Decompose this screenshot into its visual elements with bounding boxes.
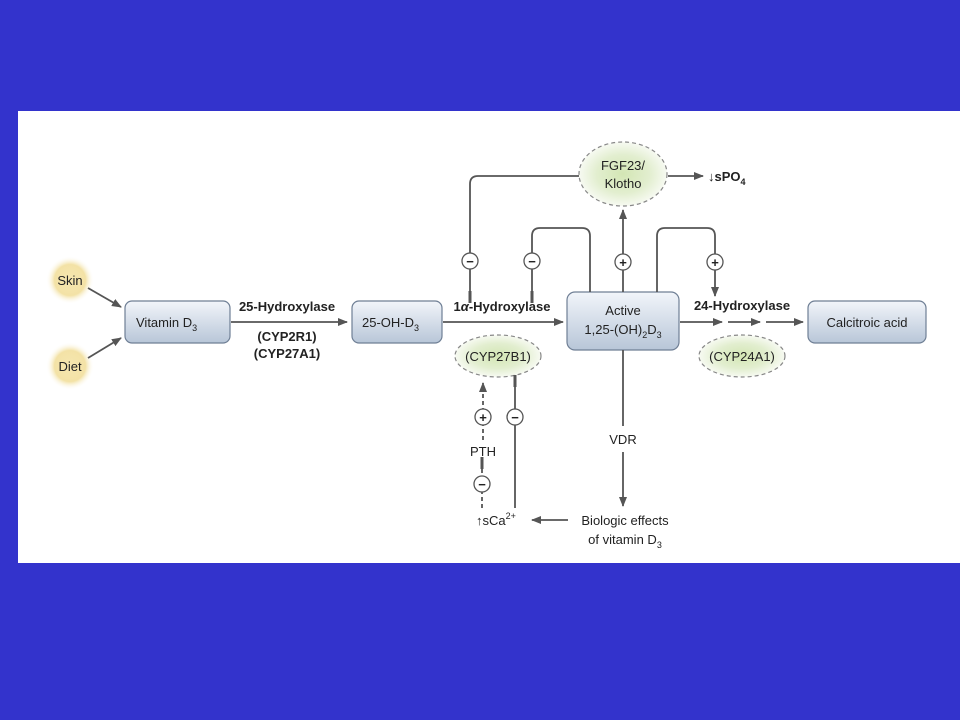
svg-text:+: + (711, 255, 719, 270)
vitamin-d3-box: Vitamin D3 (124, 300, 231, 344)
active-inhibits-1a-line (530, 227, 591, 303)
skin-arrow (87, 287, 122, 308)
diet-arrow (87, 337, 122, 359)
svg-text:−: − (528, 254, 536, 269)
25-oh-d3-label: 25-OH-D3 (362, 315, 419, 333)
pth-label: PTH (470, 444, 496, 459)
klotho-label: Klotho (605, 176, 642, 191)
hydroxylase-25-label: 25-Hydroxylase (239, 299, 335, 314)
fgf23-klotho-ellipse: FGF23/ Klotho (578, 141, 668, 207)
cyp2r1-label: (CYP2R1) (257, 329, 316, 344)
cyp27b1-ellipse: (CYP27B1) (454, 334, 542, 378)
diet-source: Diet (46, 342, 94, 390)
vdr-label: VDR (609, 432, 636, 447)
minus-sign-sca: − (506, 408, 524, 426)
plus-sign-pth: + (474, 408, 492, 426)
svg-text:+: + (619, 255, 627, 270)
minus-sign-pth: − (473, 475, 491, 493)
plus-sign-24: + (706, 253, 724, 271)
svg-text:−: − (466, 254, 474, 269)
skin-source: Skin (46, 256, 94, 304)
cyp27a1-label: (CYP27A1) (254, 346, 320, 361)
spo4-label: ↓sPO4 (708, 169, 746, 187)
minus-sign-fgf23: − (461, 252, 479, 270)
active-label: Active (605, 303, 640, 318)
hydroxylase-1a-label: 1α-Hydroxylase (454, 299, 551, 314)
active-formula-label: 1,25-(OH)2D3 (584, 322, 661, 340)
biologic-effects-label: Biologic effects (581, 513, 669, 528)
active-stimulates-24-line (656, 227, 719, 297)
svg-text:−: − (478, 477, 486, 492)
calcitroic-acid-box: Calcitroic acid (807, 300, 927, 344)
svg-text:−: − (511, 410, 519, 425)
minus-sign-feedback: − (523, 252, 541, 270)
biologic-effects-line2: of vitamin D3 (588, 532, 662, 550)
active-vitamin-d-box: Active 1,25-(OH)2D3 (566, 291, 680, 351)
calcitroic-acid-label: Calcitroic acid (827, 315, 908, 330)
svg-text:+: + (479, 410, 487, 425)
diet-label: Diet (58, 359, 82, 374)
plus-sign-fgf23: + (614, 253, 632, 271)
cyp24a1-ellipse: (CYP24A1) (698, 334, 786, 378)
sca-label: ↑sCa2+ (476, 511, 516, 528)
cyp24a1-label: (CYP24A1) (709, 349, 775, 364)
fgf23-inhibits-1a-line (468, 175, 579, 303)
25-oh-d3-box: 25-OH-D3 (351, 300, 443, 344)
fgf23-label: FGF23/ (601, 158, 645, 173)
cyp27b1-label: (CYP27B1) (465, 349, 531, 364)
skin-label: Skin (57, 273, 82, 288)
hydroxylase-24-label: 24-Hydroxylase (694, 298, 790, 313)
vitamin-d3-label: Vitamin D3 (136, 315, 197, 333)
